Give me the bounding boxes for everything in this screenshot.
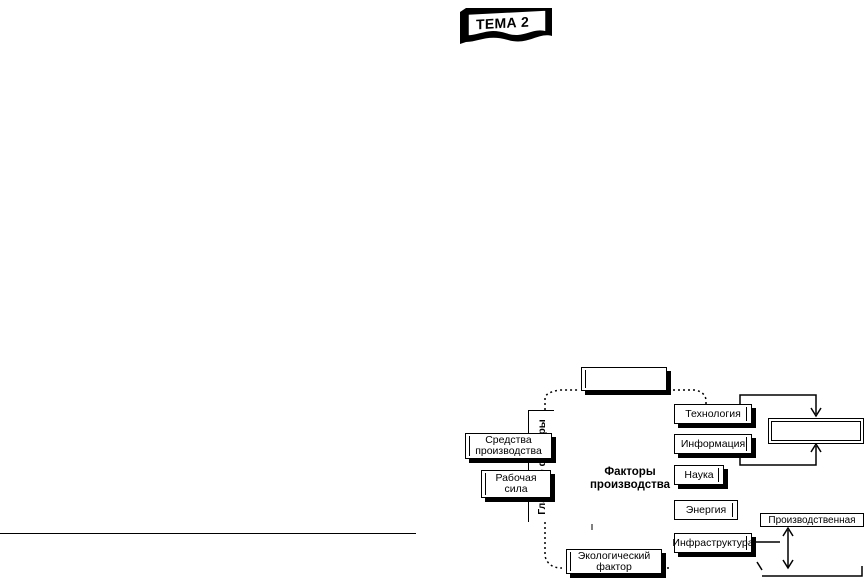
- factor-box-energy: Энергия: [674, 500, 738, 520]
- factor-box-technology: Технология: [674, 404, 752, 424]
- ribbon-icon: [460, 8, 552, 44]
- footnote-rule: [0, 533, 416, 534]
- center-label: Факторы производства: [589, 466, 671, 491]
- topic-badge: ТЕМА 2: [458, 6, 556, 44]
- factor-box-information: Информация: [674, 434, 752, 454]
- main-factors-panel: Главные факторы: [528, 410, 554, 522]
- infra-production-label: Производственная: [760, 513, 864, 527]
- right-blank-box: [768, 418, 864, 444]
- top-blank-box: [581, 367, 667, 391]
- factor-box-science: Наука: [674, 465, 724, 485]
- factor-box-infrastructure: Инфраструктура: [672, 533, 754, 553]
